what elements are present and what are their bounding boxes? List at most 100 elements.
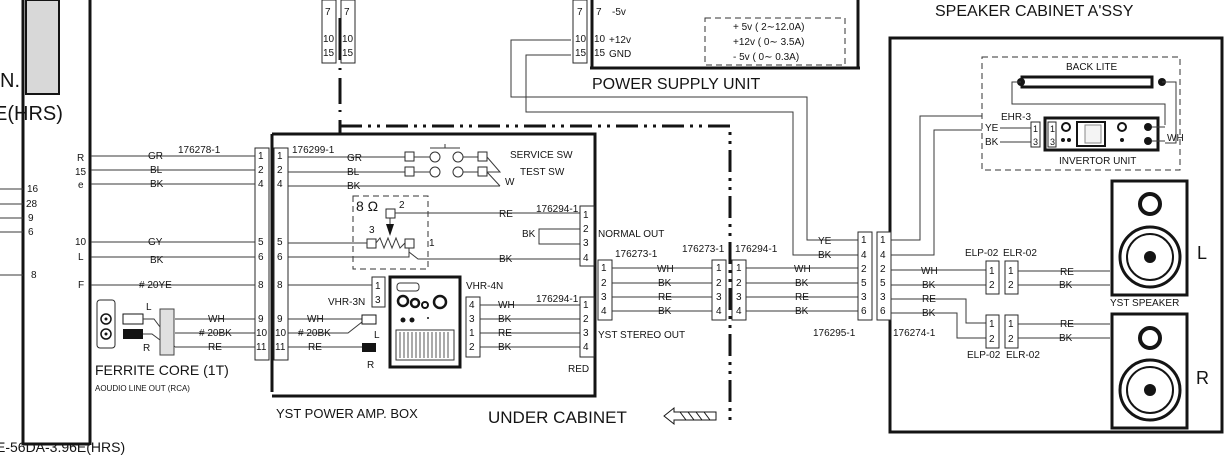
- pin: 2: [1008, 334, 1014, 345]
- pin: 2: [469, 342, 475, 353]
- pin: 2: [989, 280, 995, 291]
- normal-out-part: 176294-1: [536, 204, 579, 215]
- amp-in-r-label: R: [367, 360, 374, 371]
- volume-ohm-label: 8 Ω: [356, 198, 378, 214]
- psu-pin: 15: [575, 48, 587, 59]
- pin: 3: [861, 292, 867, 303]
- pin: 5: [277, 237, 283, 248]
- conn-pin: 15: [342, 48, 354, 59]
- pin: 3: [601, 292, 607, 303]
- wire-label: # 20YE: [139, 280, 172, 291]
- red-label: RED: [568, 364, 589, 375]
- potentiometer-icon: [375, 236, 406, 250]
- elp-label: ELP-02: [965, 248, 999, 259]
- speaker-connector-part: 176274-1: [893, 328, 936, 339]
- pin: 5: [258, 237, 264, 248]
- board-side-label: e: [78, 180, 84, 191]
- top-left-n: N.: [0, 70, 20, 92]
- board-side-label: 15: [75, 167, 87, 178]
- speaker-cabinet-title: SPEAKER CABINET A'SSY: [935, 3, 1134, 20]
- power-amp-box: YST POWER AMP. BOX 176299-1 1 2 4 5 6 8 …: [272, 132, 685, 421]
- pin: 3: [736, 292, 742, 303]
- pin: 6: [861, 306, 867, 317]
- pin: 2: [716, 278, 722, 289]
- pin: 6: [880, 306, 886, 317]
- w-label: W: [505, 177, 515, 188]
- wire-label: RE: [308, 342, 322, 353]
- ferrite-core-icon: [159, 308, 175, 356]
- board-side-label: 10: [75, 237, 87, 248]
- back-lite-label: BACK LITE: [1066, 62, 1117, 73]
- pin: 9: [277, 314, 283, 325]
- conn-pin: 15: [323, 48, 335, 59]
- pin: 4: [277, 179, 283, 190]
- wire-label: WH: [498, 300, 515, 311]
- pin: 1: [1033, 124, 1038, 134]
- conn-pin: 10: [342, 34, 354, 45]
- wire-label: # 20BK: [298, 328, 331, 339]
- rca-audio-out: L R FERRITE CORE (1T) AOUDIO LINE OUT (R…: [95, 299, 229, 393]
- pin: 2: [258, 165, 264, 176]
- wire-label: BL: [150, 165, 163, 176]
- back-lite-tube-icon: [1020, 75, 1154, 89]
- pin: 2: [1008, 280, 1014, 291]
- wire-label: YE: [985, 123, 999, 134]
- pin: 4: [861, 250, 867, 261]
- wire-label: RE: [1060, 319, 1074, 330]
- board-side-label: L: [78, 252, 84, 263]
- ehr3-label: EHR-3: [1001, 112, 1031, 123]
- invertor-dashed-area: [981, 56, 1181, 171]
- wire-label: RE: [795, 292, 809, 303]
- wire-label: WH: [208, 314, 225, 325]
- power-supply-title: POWER SUPPLY UNIT: [592, 76, 761, 93]
- wire-label: BK: [150, 255, 164, 266]
- wire-label: BK: [150, 179, 164, 190]
- pin: 2: [583, 314, 589, 325]
- pin: 3: [880, 292, 886, 303]
- psu-spec: +12v ( 0∼ 3.5A): [733, 37, 804, 48]
- pin: 6: [258, 252, 264, 263]
- board-dotted-block: [25, 0, 60, 95]
- pin: 4: [469, 300, 475, 311]
- under-cabinet-boundary: [340, 124, 732, 420]
- stereo-harness: 176273-1 1 2 3 4 WH BK RE BK 176273-1 17…: [597, 244, 860, 321]
- pin: 5: [880, 278, 886, 289]
- vol-pin: 2: [399, 200, 405, 211]
- wire-label: BK: [1059, 333, 1073, 344]
- wire-label: YE: [818, 236, 832, 247]
- amp-in-l-label: L: [374, 330, 380, 341]
- pin: 3: [1050, 137, 1055, 147]
- test-switch-icon: [404, 166, 488, 178]
- audio-line-out-label: AOUDIO LINE OUT (RCA): [95, 384, 190, 393]
- pin: 4: [258, 179, 264, 190]
- pin: 8: [258, 280, 264, 291]
- elp-label: ELP-02: [967, 350, 1001, 361]
- psu-pin: 7: [596, 7, 602, 18]
- pin: 3: [583, 328, 589, 339]
- pin: 4: [716, 306, 722, 317]
- pin: 11: [256, 342, 267, 353]
- wire-label: WH: [794, 264, 811, 275]
- main-board: N. E(HRS) E-56DA-3.96E(HRS) 16 28 9 6 8 …: [0, 0, 125, 455]
- pin: 1: [861, 235, 867, 246]
- wire-label: BK: [498, 314, 512, 325]
- wire-label: # 20BK: [199, 328, 232, 339]
- pin: 5: [861, 278, 867, 289]
- arrow-left-icon: [663, 406, 717, 426]
- pin: 1: [1050, 124, 1055, 134]
- volume-box: [352, 195, 429, 270]
- wire-label: RE: [1060, 267, 1074, 278]
- vol-pin: 3: [369, 225, 375, 236]
- speaker-left-icon: [1110, 179, 1189, 297]
- wire-label: BK: [922, 308, 936, 319]
- psu-spec: - 5v ( 0∼ 0.3A): [733, 52, 799, 63]
- power-amp-box-title: YST POWER AMP. BOX: [276, 406, 418, 421]
- conn-pin: 7: [325, 7, 331, 18]
- wire-label: BK: [795, 306, 809, 317]
- conn-pin: 7: [344, 7, 350, 18]
- stereo-out-part: 176294-1: [536, 294, 579, 305]
- board-side-label: F: [78, 280, 84, 291]
- pin: 3: [469, 314, 475, 325]
- yst-speaker-label: YST SPEAKER: [1110, 298, 1179, 309]
